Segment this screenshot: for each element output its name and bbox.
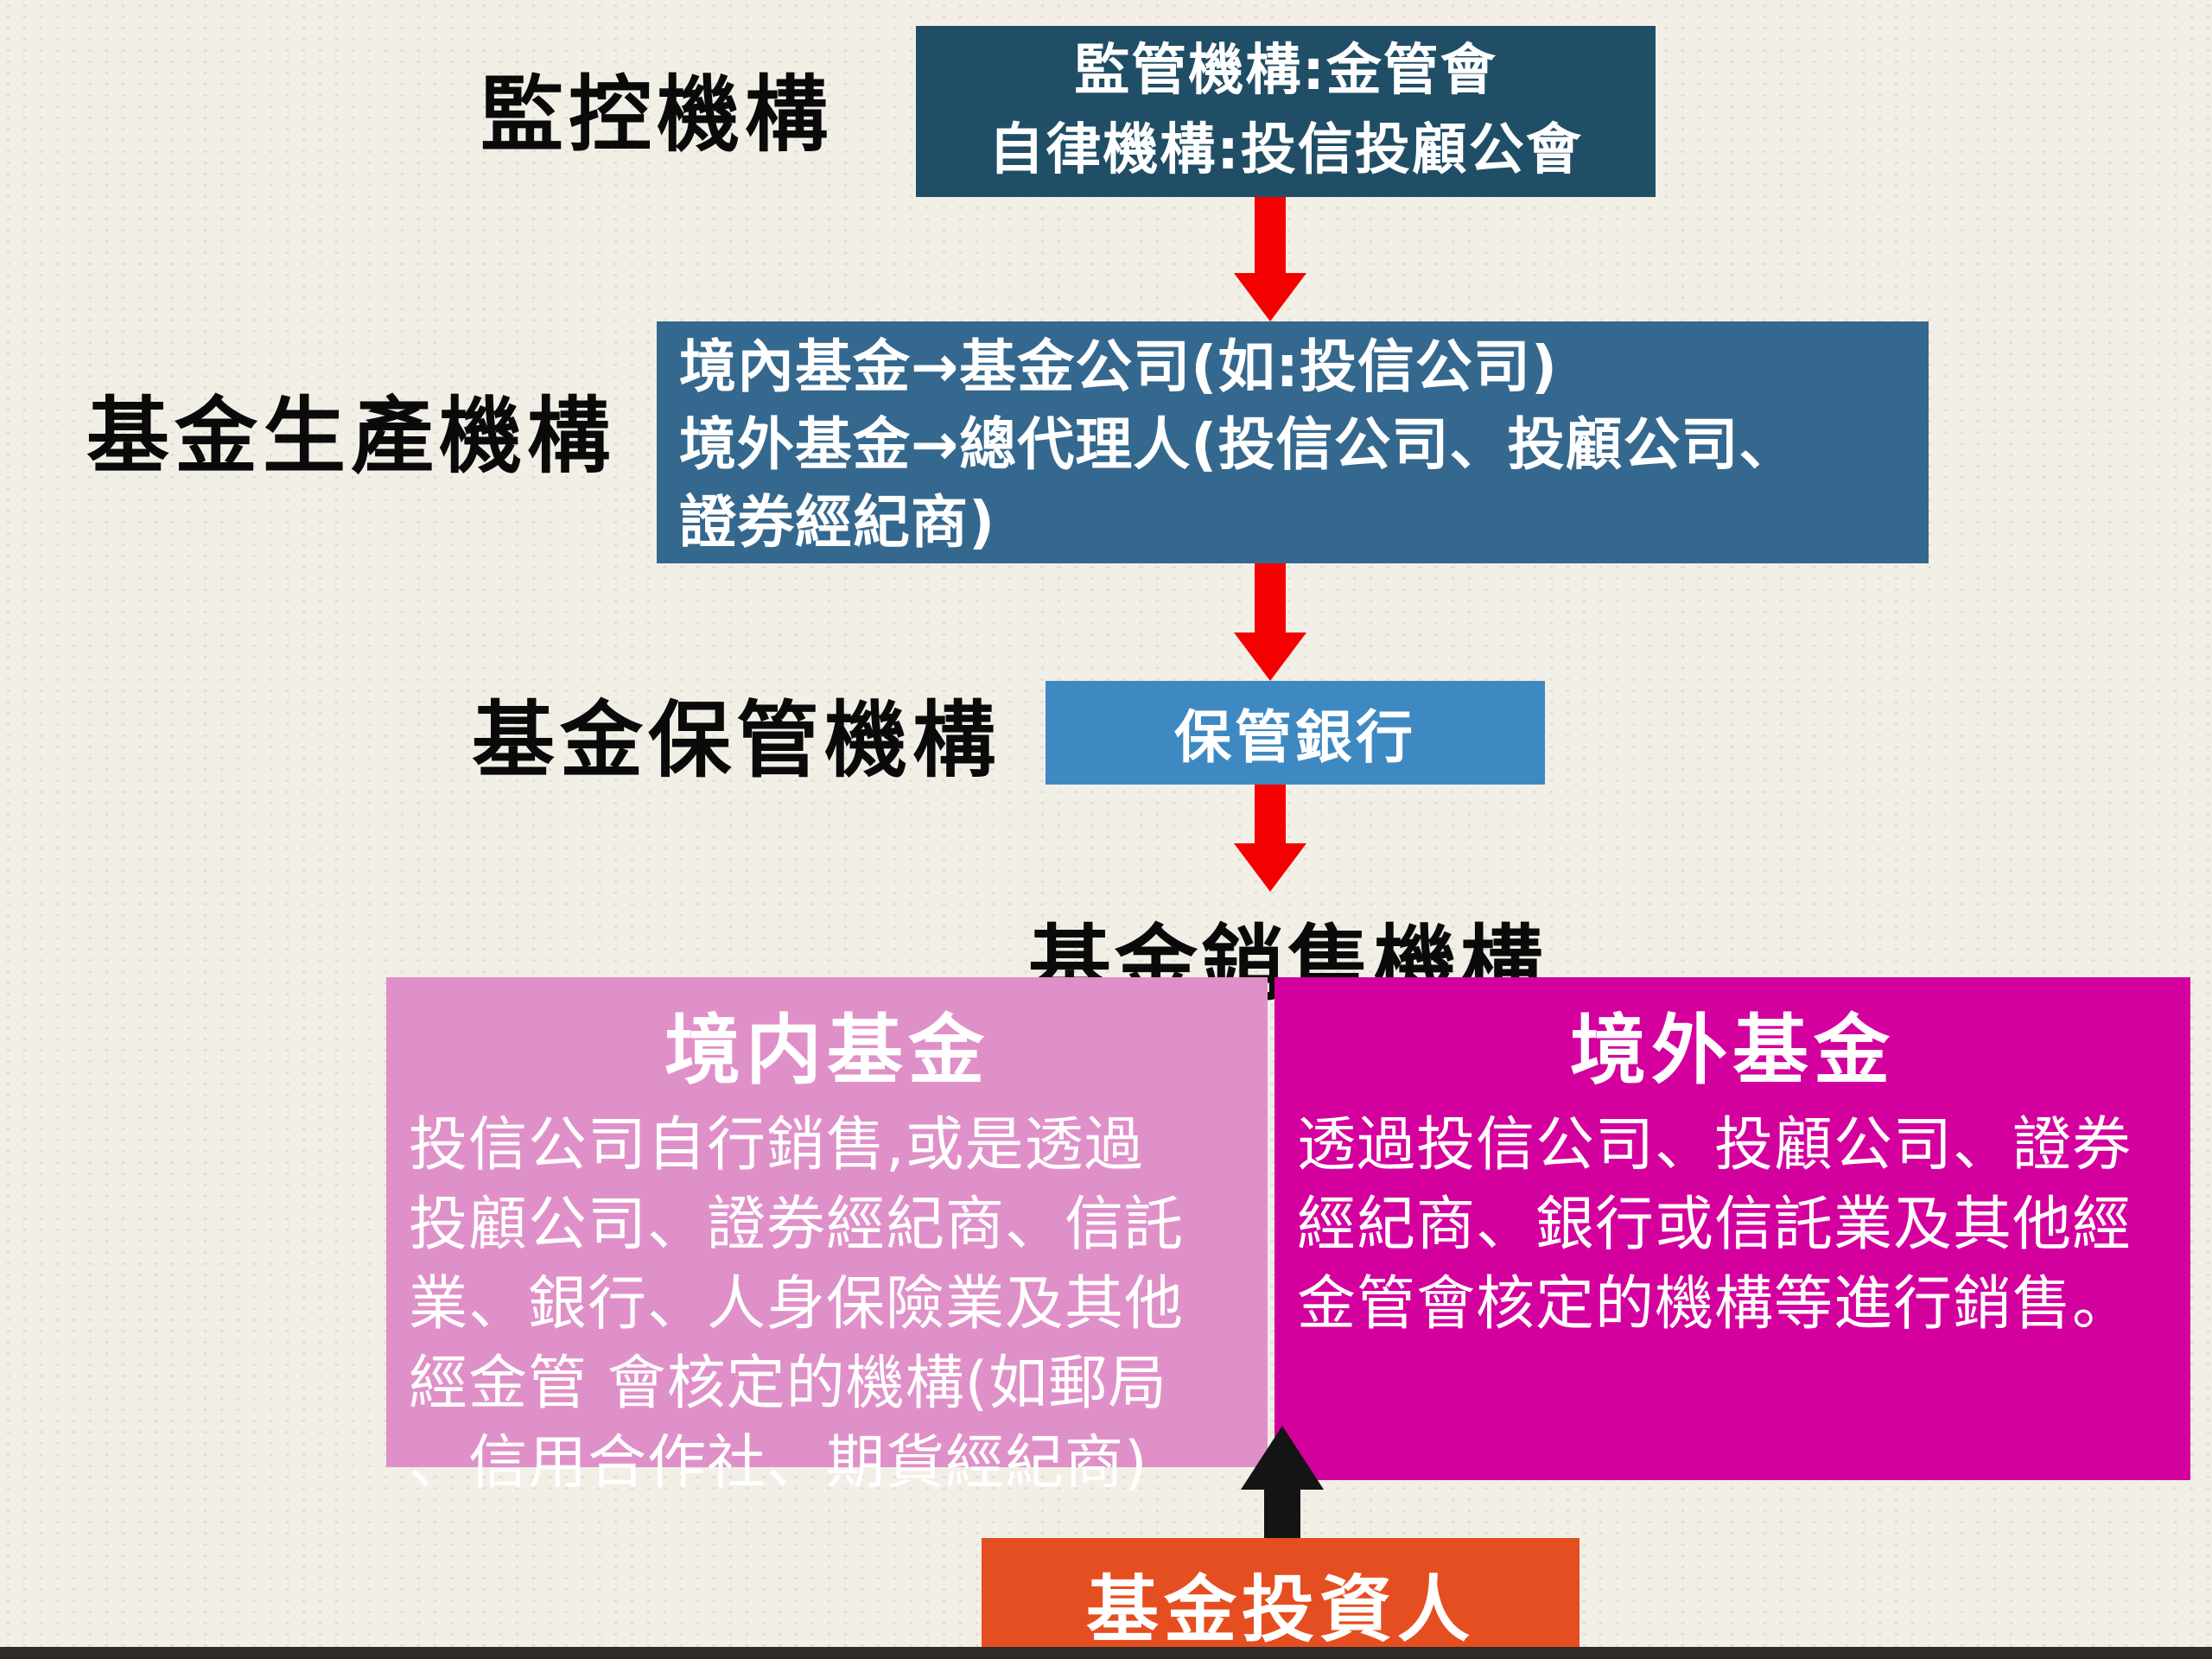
domestic-fund-title: 境内基金 <box>664 1006 989 1095</box>
producer-box-text: 境內基金→基金公司(如:投信公司) 境外基金→總代理人(投信公司、投顧公司、 證… <box>679 334 1797 556</box>
custody-section-label: 基金保管機構 <box>472 692 1001 789</box>
arrow-shaft <box>1255 563 1286 632</box>
slide-bottom-edge <box>0 1647 2212 1659</box>
flow-down-arrow-3 <box>1234 785 1306 892</box>
offshore-fund-title: 境外基金 <box>1569 1006 1895 1095</box>
arrow-head <box>1234 843 1306 892</box>
arrow-head <box>1241 1426 1324 1490</box>
flow-down-arrow-1 <box>1234 197 1306 321</box>
monitoring-section-label: 監控機構 <box>480 67 833 163</box>
production-section-label: 基金生產機構 <box>86 388 615 485</box>
arrow-shaft <box>1264 1490 1300 1538</box>
offshore-fund-sales-box: 境外基金 透過投信公司、投顧公司、證券 經紀商、銀行或信託業及其他經 金管會核定… <box>1274 977 2190 1480</box>
investor-up-arrow <box>1241 1426 1324 1538</box>
domestic-fund-body-text: 投信公司自行銷售,或是透過 投顧公司、證券經紀商、信託 業、銀行、人身保險業及其… <box>409 1111 1185 1497</box>
arrow-shaft <box>1255 197 1286 273</box>
flow-down-arrow-2 <box>1234 563 1306 681</box>
offshore-fund-body-text: 透過投信公司、投顧公司、證券 經紀商、銀行或信託業及其他經 金管會核定的機構等進… <box>1297 1111 2133 1338</box>
custodian-bank-box: 保管銀行 <box>1046 681 1545 785</box>
arrow-head <box>1234 273 1306 321</box>
arrow-shaft <box>1255 785 1286 843</box>
investor-box-label: 基金投資人 <box>1085 1567 1475 1652</box>
custodian-bank-label: 保管銀行 <box>1174 704 1416 771</box>
investor-box: 基金投資人 <box>982 1538 1580 1659</box>
regulator-box-text: 監管機構:金管會 自律機構:投信投顧公會 <box>988 39 1583 182</box>
regulator-box: 監管機構:金管會 自律機構:投信投顧公會 <box>916 26 1656 197</box>
arrow-head <box>1234 632 1306 681</box>
domestic-fund-sales-box: 境内基金 投信公司自行銷售,或是透過 投顧公司、證券經紀商、信託 業、銀行、人身… <box>386 977 1268 1497</box>
producer-box: 境內基金→基金公司(如:投信公司) 境外基金→總代理人(投信公司、投顧公司、 證… <box>657 321 1929 563</box>
